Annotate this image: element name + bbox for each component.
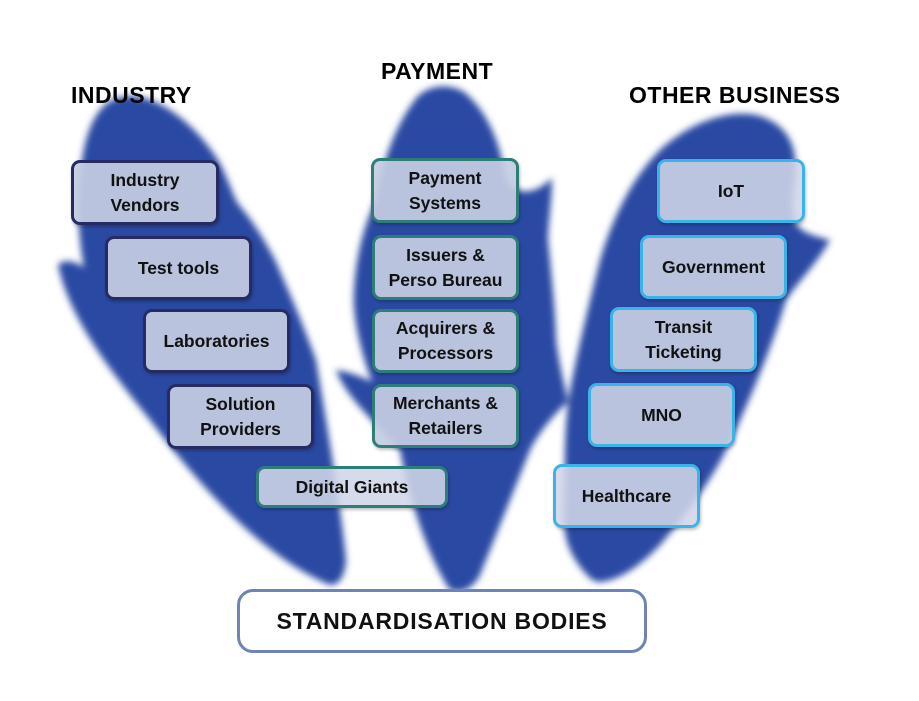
solution-providers-box: Solution Providers bbox=[167, 384, 314, 449]
industry-heading: INDUSTRY bbox=[71, 82, 192, 108]
issuers-perso-bureau-box: Issuers & Perso Bureau bbox=[372, 235, 519, 300]
mno-box: MNO bbox=[588, 383, 735, 447]
test-tools-box: Test tools bbox=[105, 236, 252, 300]
government-box: Government bbox=[640, 235, 787, 299]
payment-heading: PAYMENT bbox=[381, 58, 494, 84]
digital-giants-box: Digital Giants bbox=[256, 466, 448, 508]
iot-box: IoT bbox=[657, 159, 805, 223]
transit-ticketing-box: Transit Ticketing bbox=[610, 307, 757, 372]
acquirers-processors-box: Acquirers & Processors bbox=[372, 309, 519, 373]
payment-systems-box: Payment Systems bbox=[371, 158, 519, 223]
other-business-heading: OTHER BUSINESS bbox=[629, 82, 841, 108]
merchants-retailers-box: Merchants & Retailers bbox=[372, 384, 519, 448]
laboratories-box: Laboratories bbox=[143, 309, 290, 373]
standardisation-bodies-box: STANDARDISATION BODIES bbox=[237, 589, 647, 653]
industry-vendors-box: Industry Vendors bbox=[71, 160, 219, 225]
healthcare-box: Healthcare bbox=[553, 464, 700, 528]
